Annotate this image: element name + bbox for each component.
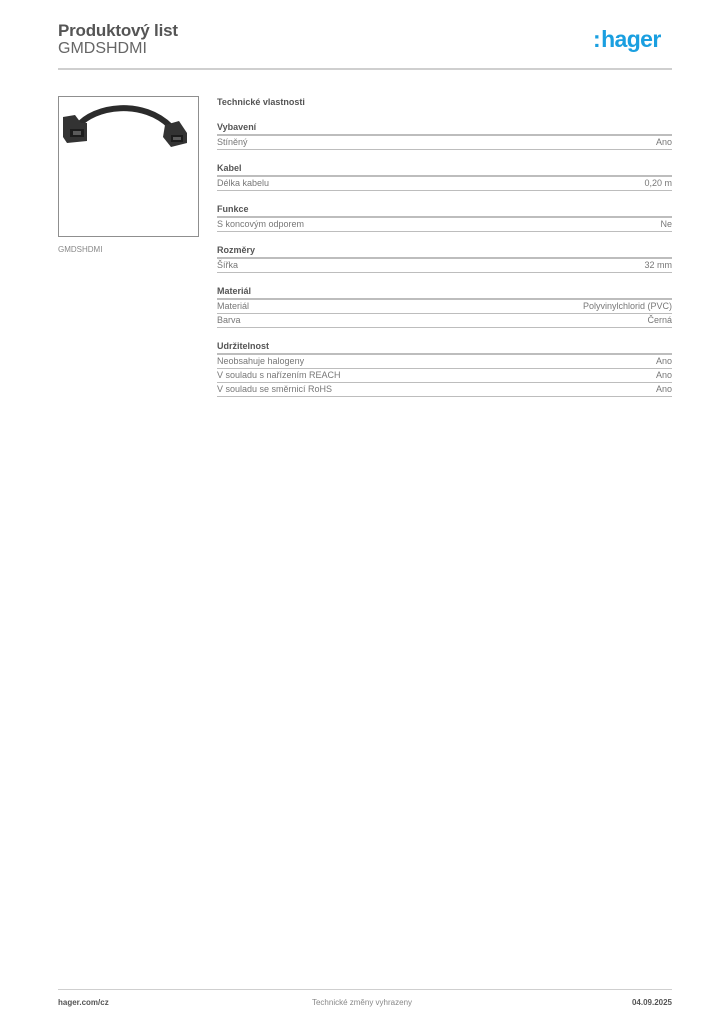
spec-value: 0,20 m bbox=[644, 178, 672, 188]
spec-label: V souladu se směrnicí RoHS bbox=[217, 384, 333, 394]
product-code: GMDSHDMI bbox=[58, 40, 147, 57]
spec-value: Černá bbox=[647, 315, 672, 325]
spec-value: Ano bbox=[655, 356, 672, 366]
spec-row: V souladu se směrnicí RoHS Ano bbox=[217, 383, 672, 397]
spec-row: Materiál Polyvinylchlorid (PVC) bbox=[217, 300, 672, 314]
spec-label: Délka kabelu bbox=[217, 178, 270, 188]
spec-value: Ano bbox=[655, 137, 672, 147]
group-title: Rozměry bbox=[217, 244, 672, 259]
spec-label: Neobsahuje halogeny bbox=[217, 356, 305, 366]
spec-group-sustainability: Udržitelnost Neobsahuje halogeny Ano V s… bbox=[217, 340, 672, 397]
hdmi-cable-icon bbox=[63, 105, 187, 147]
spec-group-cable: Kabel Délka kabelu 0,20 m bbox=[217, 162, 672, 191]
spec-label: S koncovým odporem bbox=[217, 219, 305, 229]
hager-logo: :hager bbox=[593, 28, 661, 51]
technical-specs: Technické vlastnosti Vybavení Stíněný An… bbox=[217, 96, 672, 409]
spec-label: Šířka bbox=[217, 260, 239, 270]
spec-value: Polyvinylchlorid (PVC) bbox=[582, 301, 672, 311]
group-title: Udržitelnost bbox=[217, 340, 672, 355]
footer-date: 04.09.2025 bbox=[631, 998, 672, 1007]
spec-group-equipment: Vybavení Stíněný Ano bbox=[217, 121, 672, 150]
group-title: Materiál bbox=[217, 285, 672, 300]
group-title: Funkce bbox=[217, 203, 672, 218]
spec-value: 32 mm bbox=[644, 260, 672, 270]
footer-divider bbox=[58, 989, 672, 990]
spec-row: V souladu s nařízením REACH Ano bbox=[217, 369, 672, 383]
spec-row: Neobsahuje halogeny Ano bbox=[217, 355, 672, 369]
specs-title: Technické vlastnosti bbox=[217, 97, 305, 107]
spec-row: Délka kabelu 0,20 m bbox=[217, 177, 672, 191]
spec-value: Ano bbox=[655, 384, 672, 394]
group-title: Vybavení bbox=[217, 121, 672, 136]
spec-label: Materiál bbox=[217, 301, 250, 311]
spec-value: Ne bbox=[660, 219, 672, 229]
spec-group-function: Funkce S koncovým odporem Ne bbox=[217, 203, 672, 232]
website-link[interactable]: hager.com/cz bbox=[58, 998, 109, 1007]
image-caption: GMDSHDMI bbox=[58, 245, 103, 254]
logo-colon: : bbox=[593, 26, 601, 52]
group-title: Kabel bbox=[217, 162, 672, 177]
footer-disclaimer: Technické změny vyhrazeny bbox=[311, 998, 413, 1007]
spec-row: Stíněný Ano bbox=[217, 136, 672, 150]
page-title: Produktový list bbox=[58, 21, 178, 40]
logo-text: hager bbox=[601, 26, 661, 52]
spec-group-material: Materiál Materiál Polyvinylchlorid (PVC)… bbox=[217, 285, 672, 328]
header-divider bbox=[58, 68, 672, 70]
product-image bbox=[58, 96, 199, 237]
spec-row: Barva Černá bbox=[217, 314, 672, 328]
spec-row: S koncovým odporem Ne bbox=[217, 218, 672, 232]
spec-label: V souladu s nařízením REACH bbox=[217, 370, 341, 380]
spec-group-dimensions: Rozměry Šířka 32 mm bbox=[217, 244, 672, 273]
spec-label: Stíněný bbox=[217, 137, 248, 147]
spec-value: Ano bbox=[655, 370, 672, 380]
spec-row: Šířka 32 mm bbox=[217, 259, 672, 273]
spec-label: Barva bbox=[217, 315, 241, 325]
